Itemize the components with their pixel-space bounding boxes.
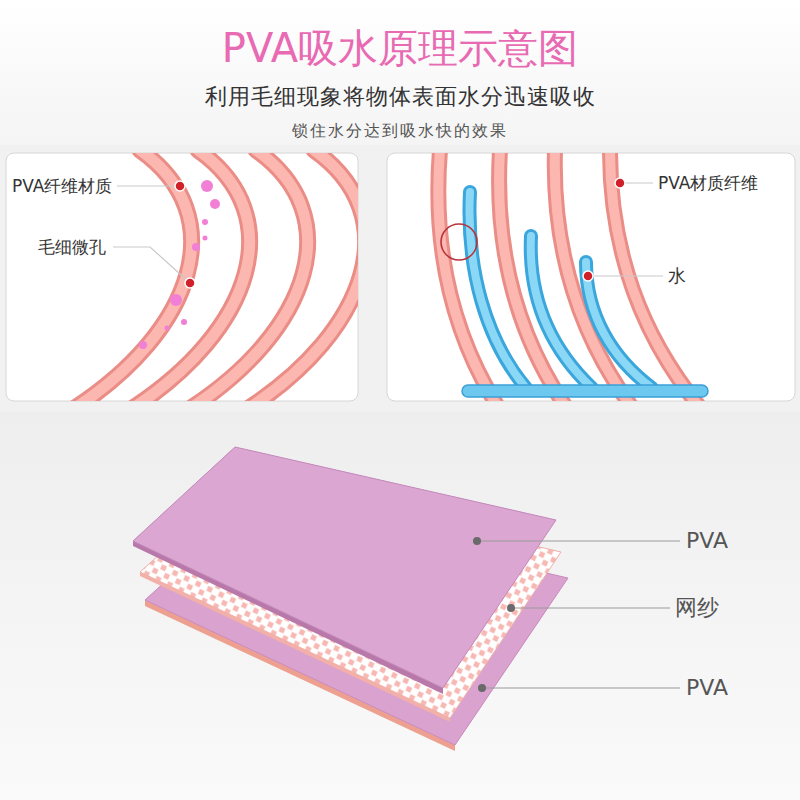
part-label: 水 (668, 265, 686, 287)
layer-label: PVA (686, 675, 728, 701)
leader-lines-layers (473, 537, 680, 692)
layer-label: PVA (686, 528, 728, 554)
layer-label: 网纱 (675, 595, 719, 621)
title: PVA吸水原理示意图 (222, 24, 578, 72)
part-label: PVA材质纤维 (658, 173, 758, 193)
panel-ground (0, 145, 800, 415)
leader-lines-right (583, 178, 663, 281)
subtitle: 利用毛细现象将物体表面水分迅速吸收 (205, 84, 596, 110)
leader-lines-left (113, 181, 195, 288)
part-label: PVA纤维材质 (12, 176, 112, 196)
capillary-pores (139, 180, 220, 349)
pva-fibers-left (72, 153, 358, 401)
layer-ground (0, 412, 800, 800)
top-pva-layer (133, 447, 556, 694)
highlight-circle (441, 224, 477, 260)
header-ground (0, 0, 800, 150)
water-surface (462, 385, 708, 397)
part-label: 毛细微孔 (38, 237, 106, 257)
water-strands (469, 192, 652, 388)
subtitle: 锁住水分达到吸水快的效果 (292, 121, 508, 140)
